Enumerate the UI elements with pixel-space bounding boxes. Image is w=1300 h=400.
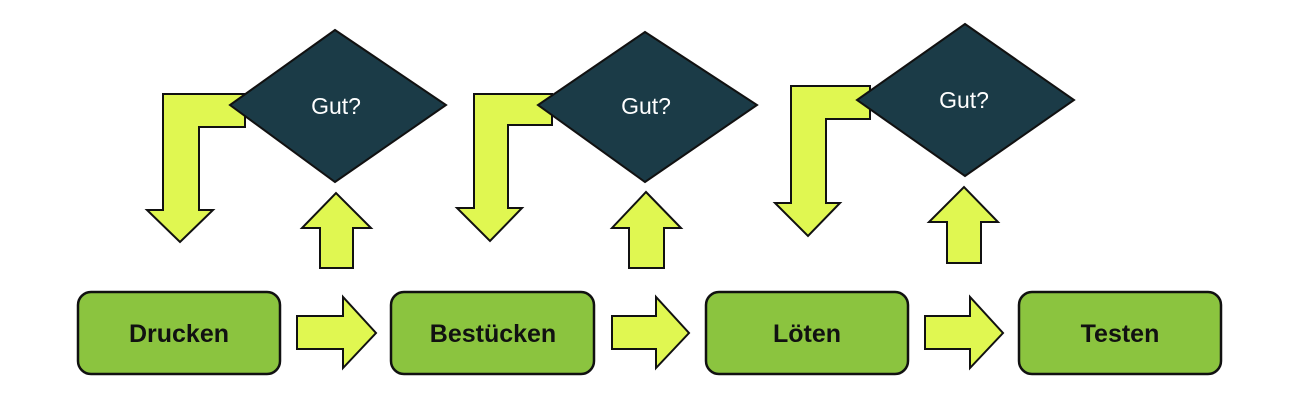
decision-diamond	[855, 22, 1076, 178]
right-arrow-2	[611, 294, 691, 371]
decision-diamond	[228, 28, 448, 184]
decision-label: Gut?	[621, 93, 671, 119]
step-bestuecken: Bestücken	[389, 290, 596, 376]
step-box	[1017, 290, 1223, 376]
up-arrow-1	[299, 191, 374, 269]
decision-2: Gut?	[536, 30, 759, 184]
step-label: Drucken	[129, 320, 229, 348]
step-label: Testen	[1081, 320, 1160, 348]
decision-label: Gut?	[311, 93, 361, 119]
step-box	[704, 290, 910, 376]
up-arrow-2	[609, 190, 684, 269]
step-box	[76, 290, 282, 376]
up-arrow-3	[926, 185, 1001, 264]
step-testen: Testen	[1017, 290, 1223, 376]
decision-3: Gut?	[855, 22, 1076, 178]
decision-label: Gut?	[939, 87, 989, 113]
step-label: Bestücken	[430, 320, 556, 348]
rework-arrow-1	[144, 93, 246, 244]
step-box	[389, 290, 596, 376]
step-loeten: Löten	[704, 290, 910, 376]
step-label: Löten	[773, 320, 841, 348]
decision-1: Gut?	[228, 28, 448, 184]
rework-arrow-3	[772, 85, 871, 238]
step-drucken: Drucken	[76, 290, 282, 376]
rework-arrow-2	[454, 93, 553, 243]
right-arrow-1	[296, 294, 378, 371]
decision-diamond	[536, 30, 759, 184]
right-arrow-3	[924, 294, 1005, 371]
